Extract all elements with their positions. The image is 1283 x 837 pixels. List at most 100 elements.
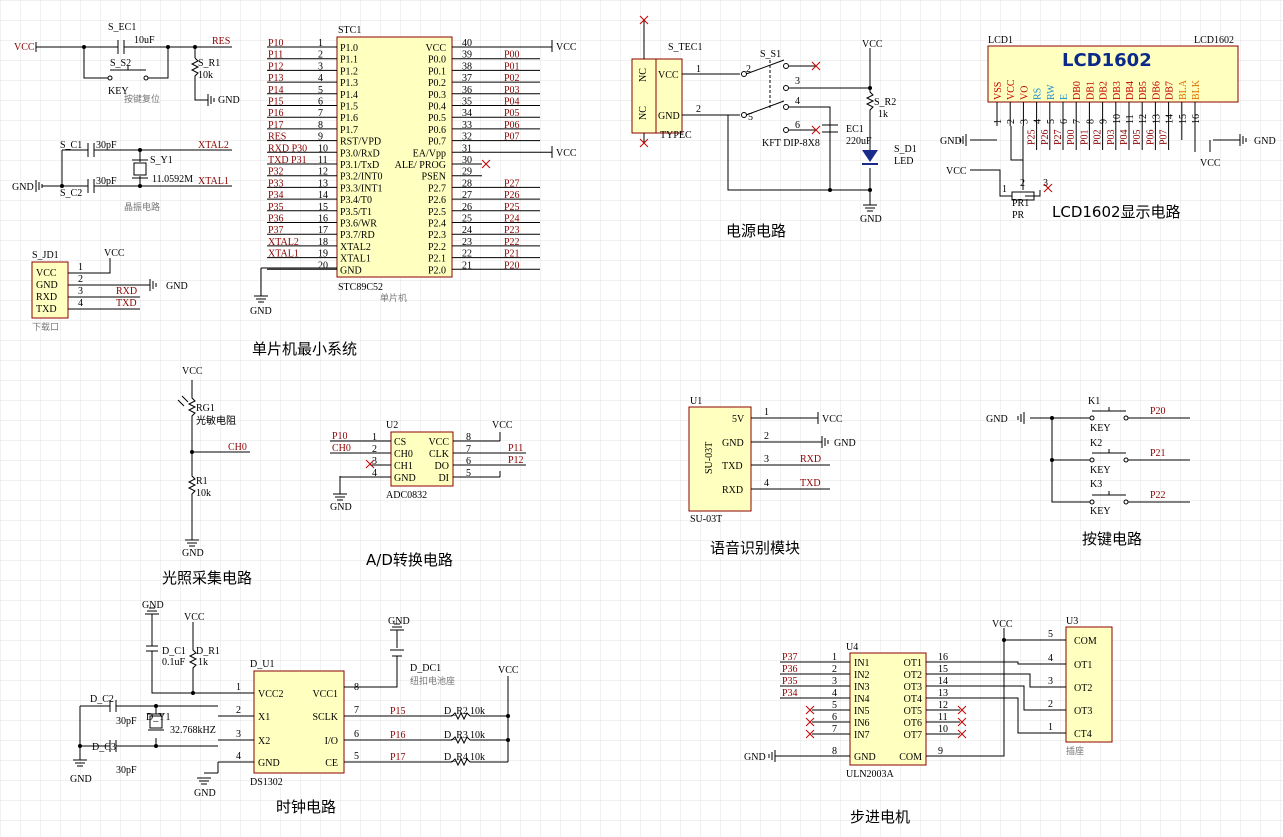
ds-pin-label: VCC1: [312, 689, 338, 700]
mcu-net-label: P07: [504, 132, 520, 143]
mcu-pin-label: P2.0: [428, 265, 446, 276]
mcu-pin-label: P0.3: [428, 90, 446, 101]
key-k3[interactable]: [1089, 491, 1129, 505]
pin-num: 2: [696, 104, 701, 115]
mcu-net-label: P37: [268, 225, 284, 236]
motor-pin-label: OT3: [1074, 706, 1092, 717]
lcd-pin-label: RS: [1033, 88, 1044, 100]
mcu-net-label: P34: [268, 190, 284, 201]
lcd-pin-label: DB6: [1151, 81, 1162, 100]
mcu-pin-label: P1.5: [340, 102, 358, 113]
uln-pin-number: 8: [832, 746, 837, 757]
ds-c2-ref: D_C2: [90, 694, 114, 705]
crystal-c1-ref: S_C1: [60, 140, 82, 151]
motor-pin-label: OT2: [1074, 683, 1092, 694]
key-k2[interactable]: [1089, 449, 1129, 463]
gnd-label: GND: [1254, 136, 1276, 147]
gnd-label: GND: [330, 502, 352, 513]
lcd-pin-number: 2: [1006, 119, 1017, 124]
reset-switch-value: KEY: [108, 86, 129, 97]
mcu-pin-number: 18: [318, 237, 328, 248]
section-titles: 单片机最小系统 电源电路 LCD1602显示电路 光照采集电路 A/D转换电路 …: [162, 203, 1181, 826]
uln-ref: U4: [846, 642, 858, 653]
ds-pin-label: SCLK: [312, 712, 338, 723]
uln-pins: IN11OT116P37IN22OT215P36IN33OT314P35IN44…: [780, 652, 967, 763]
ds-r3-value: 10k: [470, 730, 485, 741]
uln-net-label: P36: [782, 664, 798, 675]
vcc-label: VCC: [556, 148, 577, 159]
gnd-label: GND: [250, 306, 272, 317]
power-res-value: 1k: [878, 109, 888, 120]
pin-num: 3: [795, 76, 800, 87]
p22-net: P22: [1150, 490, 1166, 501]
mcu-pin-number: 5: [318, 85, 323, 96]
mcu-net-label: P03: [504, 85, 520, 96]
mcu-pin-number: 33: [462, 120, 472, 131]
reset-switch-ref: S_S2: [110, 58, 131, 69]
typec-pin-gnd: GND: [658, 111, 680, 122]
light-sensor-circuit: VCC RG1 光敏电阻 CH0 R1 10k GND: [177, 366, 250, 559]
motor-pin-label: COM: [1074, 636, 1097, 647]
mcu-pin-label: XTAL2: [340, 242, 371, 253]
title-keys: 按键电路: [1082, 530, 1142, 548]
p21-net: P21: [1150, 448, 1166, 459]
xtal2-net: XTAL2: [198, 140, 229, 151]
voice-pin: RXD: [722, 485, 743, 496]
lcd-net-label: P03: [1106, 129, 1117, 145]
mcu-pin-number: 24: [462, 225, 472, 236]
mcu-pin-label: GND: [340, 265, 362, 276]
adc-pin-number: 1: [372, 432, 377, 443]
mcu-pin-number: 34: [462, 108, 472, 119]
mcu-pin-number: 8: [318, 120, 323, 131]
vcc-label: VCC: [992, 619, 1013, 630]
gnd-label: GND: [182, 548, 204, 559]
dl-num: 1: [78, 262, 83, 273]
mcu-pin-label: P3.2/INT0: [340, 172, 383, 183]
mcu-pin-number: 19: [318, 249, 328, 260]
ds-pin-number: 1: [236, 682, 241, 693]
mcu-pin-label: P3.5/T1: [340, 207, 372, 218]
mcu-pin-label: P2.7: [428, 183, 446, 194]
mcu-net-label: P11: [268, 50, 283, 61]
vcc-label: VCC: [556, 42, 577, 53]
p11-net: P11: [508, 443, 523, 454]
voice-module: U1 SU-03T SU-03T 5V GND TXD RXD 1 2 3 4 …: [688, 396, 856, 525]
mcu-pin-number: 23: [462, 237, 472, 248]
switch-part: KFT DIP-8X8: [762, 138, 820, 149]
lcd-pin-label: RW: [1046, 84, 1057, 100]
mcu-pin-label: P0.6: [428, 125, 446, 136]
gnd-label: GND: [12, 182, 34, 193]
mcu-pin-number: 4: [318, 73, 323, 84]
ds-r1-ref: D_R1: [196, 646, 220, 657]
pin-num: 6: [795, 120, 800, 131]
lcd1602-circuit: LCD1602 LCD1 LCD1602 VSS1VCC2VO3RS4P25RW…: [940, 35, 1276, 221]
mcu-pin-label: PSEN: [422, 172, 446, 183]
mcu-pin-label: P2.1: [428, 254, 446, 265]
typec-nc: NC: [638, 106, 649, 120]
lcd-pin-number: 15: [1178, 114, 1189, 124]
adc-part: ADC0832: [386, 490, 427, 501]
lcd-pin-number: 12: [1138, 114, 1149, 124]
motor-pin-number: 1: [1048, 722, 1053, 733]
lcd-pin-number: 5: [1046, 119, 1057, 124]
pin-num: 5: [748, 112, 753, 123]
lcd-pin-label: DB7: [1165, 81, 1176, 100]
mcu-pin-label: P3.1/TxD: [340, 160, 379, 171]
lcd-pins: VSS1VCC2VO3RS4P25RW5P26E6P27DB07P00DB18P…: [993, 79, 1202, 152]
mcu-pin-label: P0.2: [428, 78, 446, 89]
lcd-pin-label: DB2: [1099, 81, 1110, 100]
key-k1[interactable]: [1089, 407, 1129, 421]
ds-c3-ref: D_C3: [92, 742, 116, 753]
uln-pin-label: IN1: [854, 658, 870, 669]
voice-pin: 5V: [732, 414, 745, 425]
mcu-pin-label: P0.1: [428, 66, 446, 77]
typec-nc: NC: [638, 68, 649, 82]
reset-res-value: 10k: [198, 70, 213, 81]
uln-pin-label: IN5: [854, 706, 870, 717]
adc-pin-number: 4: [372, 468, 377, 479]
vcc-label: VCC: [946, 166, 967, 177]
gnd-label: GND: [834, 438, 856, 449]
